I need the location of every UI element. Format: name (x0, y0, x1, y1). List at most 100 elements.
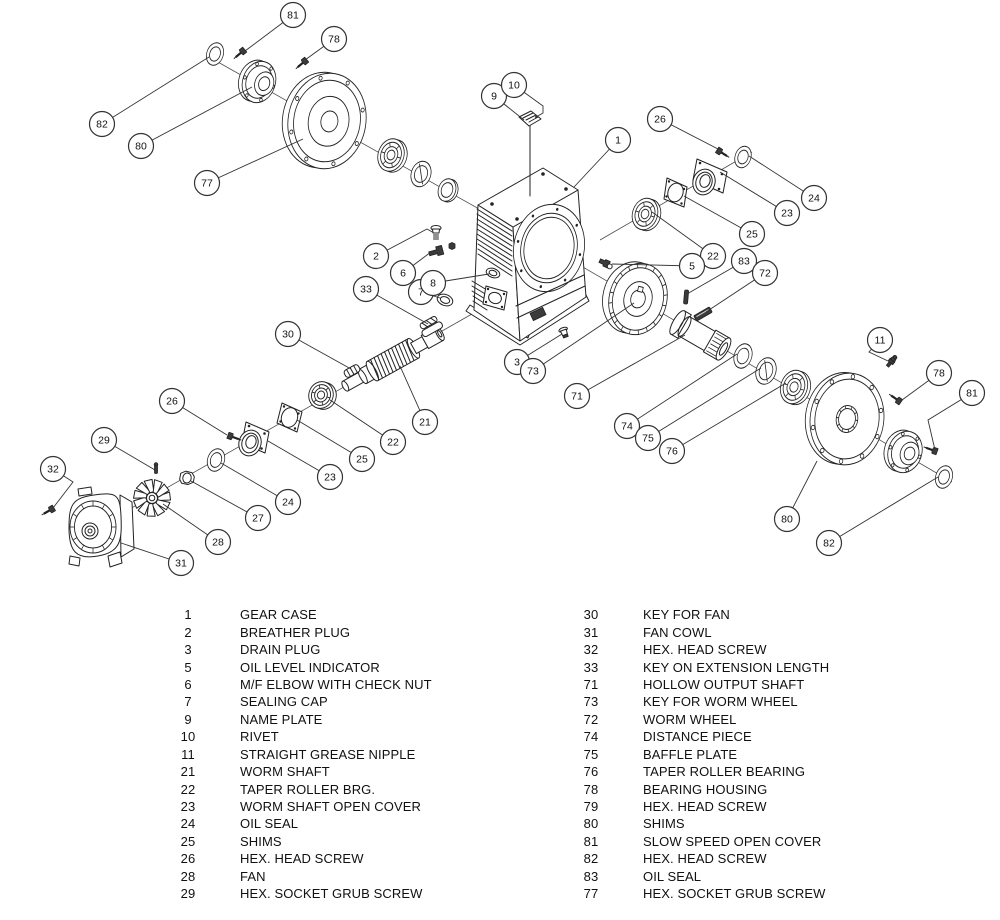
parts-list-row: 78 BEARING HOUSING (573, 780, 829, 797)
part-name: STRAIGHT GREASE NIPPLE (240, 746, 416, 762)
parts-list-row: 25 SHIMS (170, 833, 432, 850)
part-balloon-number: 11 (875, 335, 886, 347)
hex-screw-icon (230, 46, 248, 63)
worm-wheel (602, 261, 668, 336)
part-name: HEX. HEAD SCREW (643, 851, 767, 867)
leader-line (927, 392, 973, 451)
part-balloon-number: 24 (282, 497, 294, 509)
parts-list-row: 7 SEALING CAP (170, 693, 432, 710)
parts-list-row: 81 SLOW SPEED OPEN COVER (573, 833, 829, 850)
parts-list-row: 3 DRAIN PLUG (170, 641, 432, 658)
part-balloon-number: 31 (175, 558, 187, 570)
part-balloon (274, 320, 302, 348)
part-balloon (389, 259, 417, 287)
part-name: KEY ON EXTENSION LENGTH (643, 659, 830, 675)
parts-list-right-column: 30 KEY FOR FAN 31 FAN COWL 32 HEX. HEAD … (573, 606, 830, 902)
part-balloon-number: 73 (527, 366, 539, 378)
parts-list-row: 23 WORM SHAFT OPEN COVER (170, 798, 432, 815)
name-plate (518, 110, 542, 197)
part-name: FAN (240, 868, 266, 884)
part-balloon (800, 184, 828, 212)
parts-list-row: 28 FAN (170, 868, 432, 885)
part-balloon (244, 504, 272, 532)
part-number: 25 (180, 833, 196, 849)
part-number: 76 (583, 764, 599, 780)
part-name: HOLLOW OUTPUT SHAFT (643, 676, 805, 692)
part-name: DRAIN PLUG (240, 642, 321, 658)
parts-list-row: 83 OIL SEAL (573, 868, 829, 885)
parts-list-row: 30 KEY FOR FAN (573, 606, 829, 623)
part-balloon-number: 81 (287, 10, 299, 22)
part-number: 21 (180, 764, 196, 780)
parts-list-row: 29 HEX. SOCKET GRUB SCREW (170, 885, 432, 902)
part-number: 77 (583, 886, 599, 902)
part-number: 83 (583, 868, 599, 884)
part-balloon (204, 528, 232, 556)
part-balloon (604, 126, 632, 154)
part-name: M/F ELBOW WITH CHECK NUT (240, 676, 432, 692)
part-balloon-number: 9 (491, 91, 497, 103)
part-balloon-number: 8 (430, 278, 436, 290)
part-balloon (699, 242, 727, 270)
part-number: 1 (184, 607, 192, 623)
key-on-extension (419, 316, 443, 338)
part-balloon-number: 30 (282, 329, 294, 341)
part-balloon-number: 3 (514, 357, 520, 369)
parts-list-left-column: 1 GEAR CASE 2 BREATHER PLUG 3 DRAIN PLUG… (170, 606, 432, 902)
part-name: HEX. HEAD SCREW (643, 799, 767, 815)
part-number: 7 (184, 694, 192, 710)
part-balloon-number: 29 (98, 435, 110, 447)
hex-screw-icon (886, 390, 904, 406)
fan-cowl (68, 486, 135, 568)
part-balloon-number: 83 (738, 256, 750, 268)
part-name: KEY FOR FAN (643, 607, 730, 623)
worm-shaft-port (482, 285, 508, 311)
part-balloon (379, 428, 407, 456)
grub-screw (153, 462, 159, 474)
parts-list-row: 26 HEX. HEAD SCREW (170, 850, 432, 867)
part-number: 28 (180, 868, 196, 884)
part-name: HEX. SOCKET GRUB SCREW (240, 886, 423, 902)
part-balloon-number: 76 (666, 446, 678, 458)
part-name: NAME PLATE (240, 711, 323, 727)
part-balloon-number: 25 (746, 229, 758, 241)
part-name: OIL SEAL (240, 816, 299, 832)
worm-shaft-open-cover-bottom (238, 421, 270, 457)
parts-list-row: 2 BREATHER PLUG (170, 623, 432, 640)
part-balloon-number: 27 (252, 513, 264, 525)
part-name: WORM SHAFT OPEN COVER (240, 799, 421, 815)
check-nut (448, 242, 456, 250)
part-balloon (519, 357, 547, 385)
part-balloon (730, 247, 758, 275)
main-bore-opening (512, 203, 586, 293)
part-name: BAFFLE PLATE (643, 746, 738, 762)
part-number: 78 (583, 781, 599, 797)
part-balloon-number: 24 (808, 193, 820, 205)
slow-speed-open-cover-left (281, 71, 367, 170)
part-number: 32 (583, 642, 599, 658)
part-balloon-number: 77 (201, 178, 213, 190)
part-number: 24 (180, 816, 196, 832)
drain-plug (558, 326, 569, 339)
part-number: 6 (184, 676, 192, 692)
key-pin (683, 289, 689, 305)
parts-list-row: 22 TAPER ROLLER BRG. (170, 780, 432, 797)
part-balloon-number: 10 (508, 80, 520, 92)
parts-list-row: 76 TAPER ROLLER BEARING (573, 763, 829, 780)
part-balloon-number: 21 (419, 417, 431, 429)
parts-list-row: 79 HEX. HEAD SCREW (573, 798, 829, 815)
part-balloon-number: 72 (759, 268, 771, 280)
parts-list-row: 32 HEX. HEAD SCREW (573, 641, 829, 658)
part-balloon-number: 2 (373, 251, 379, 263)
hex-screw-icon (921, 442, 940, 456)
leader-line (576, 334, 686, 397)
part-balloon (320, 25, 348, 53)
part-number: 73 (583, 694, 599, 710)
part-balloon-number: 26 (166, 396, 178, 408)
leader-line (671, 382, 787, 452)
part-number: 31 (583, 624, 599, 640)
parts-list-row: 75 BAFFLE PLATE (573, 746, 829, 763)
part-name: WORM WHEEL (643, 711, 737, 727)
part-balloon (751, 259, 779, 287)
part-balloon-number: 23 (324, 472, 336, 484)
